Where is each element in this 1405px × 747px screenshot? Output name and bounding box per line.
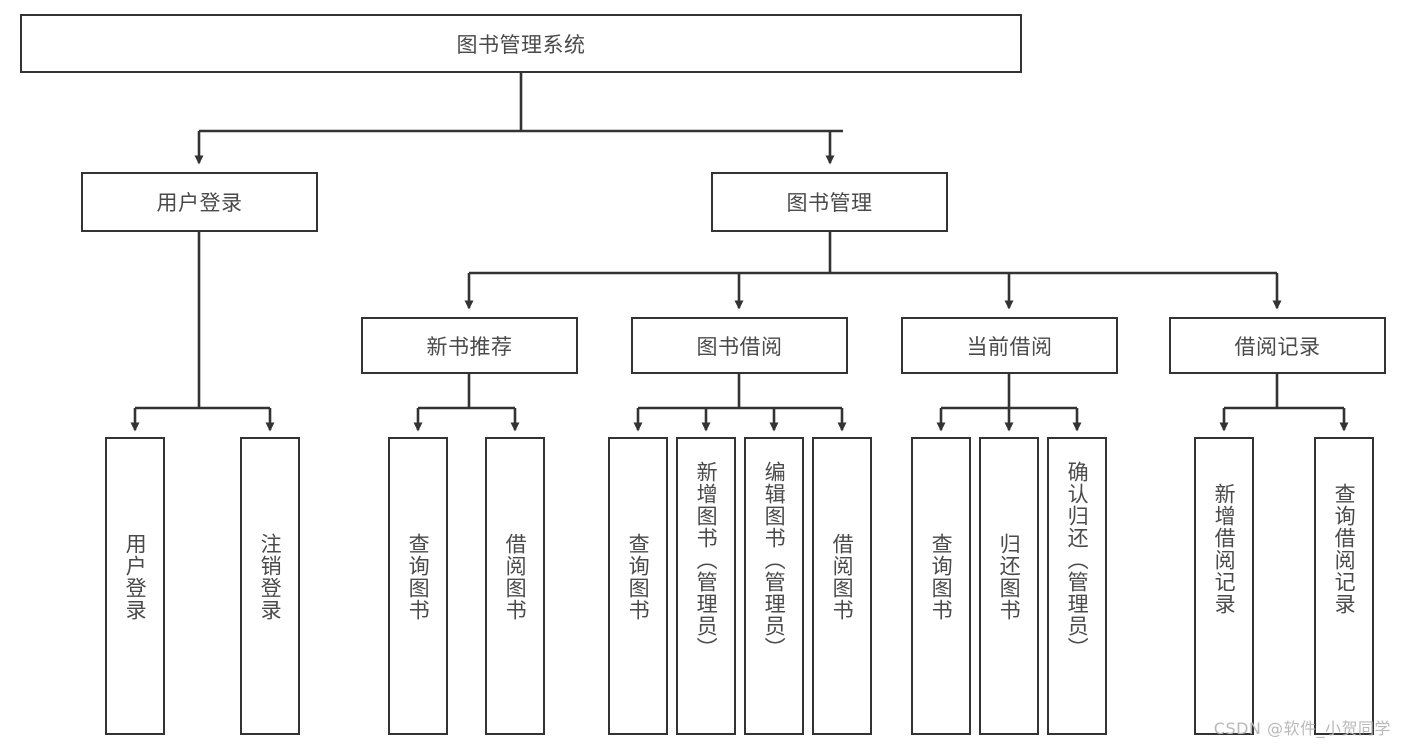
node-label: 图书借阅 (696, 334, 783, 359)
node-leaf-logout-login[interactable]: 注销登录 (240, 437, 300, 735)
node-leaf-user-login[interactable]: 用户登录 (105, 437, 165, 735)
node-label: 新书推荐 (426, 334, 513, 359)
node-book-borrow[interactable]: 图书借阅 (631, 317, 848, 374)
node-label: 图书管理 (786, 191, 873, 215)
node-label: 借阅记录 (1234, 334, 1321, 359)
node-leaf-borrow-books-2[interactable]: 借阅图书 (812, 437, 872, 735)
node-label: 借阅图书 (503, 533, 528, 621)
node-leaf-add-book-admin[interactable]: 新增图书（管理员） (676, 437, 736, 735)
node-leaf-query-borrow-record[interactable]: 查询借阅记录 (1314, 437, 1374, 735)
node-leaf-confirm-return-admin[interactable]: 确认归还（管理员） (1047, 437, 1107, 735)
node-label: 新增图书（管理员） (694, 461, 719, 659)
node-label: 图书管理系统 (456, 32, 586, 57)
node-label: 确认归还（管理员） (1065, 461, 1090, 659)
node-label: 当前借阅 (966, 334, 1053, 359)
node-leaf-query-books-3[interactable]: 查询图书 (911, 437, 971, 735)
node-label: 归还图书 (997, 533, 1022, 621)
node-label: 查询借阅记录 (1332, 483, 1357, 615)
node-label: 借阅图书 (830, 533, 855, 621)
node-label: 用户登录 (156, 191, 243, 215)
node-leaf-add-borrow-record[interactable]: 新增借阅记录 (1194, 437, 1254, 735)
node-borrow-record[interactable]: 借阅记录 (1169, 317, 1386, 374)
node-user-login[interactable]: 用户登录 (81, 172, 318, 232)
node-leaf-query-books-2[interactable]: 查询图书 (608, 437, 668, 735)
node-label: 编辑图书（管理员） (762, 461, 787, 659)
node-label: 查询图书 (626, 533, 651, 621)
node-leaf-query-books-1[interactable]: 查询图书 (388, 437, 448, 735)
node-label: 新增借阅记录 (1212, 483, 1237, 615)
node-leaf-borrow-books-1[interactable]: 借阅图书 (485, 437, 545, 735)
node-system-title[interactable]: 图书管理系统 (20, 14, 1022, 73)
watermark: CSDN @软件_小贺同学 (1213, 719, 1391, 738)
node-new-book-recommend[interactable]: 新书推荐 (361, 317, 578, 374)
node-label: 查询图书 (406, 533, 431, 621)
node-label: 查询图书 (929, 533, 954, 621)
node-current-borrow[interactable]: 当前借阅 (901, 317, 1118, 374)
node-leaf-return-books[interactable]: 归还图书 (979, 437, 1039, 735)
node-book-management[interactable]: 图书管理 (711, 172, 948, 232)
node-leaf-edit-book-admin[interactable]: 编辑图书（管理员） (744, 437, 804, 735)
node-label: 用户登录 (123, 533, 148, 621)
node-label: 注销登录 (258, 533, 283, 621)
